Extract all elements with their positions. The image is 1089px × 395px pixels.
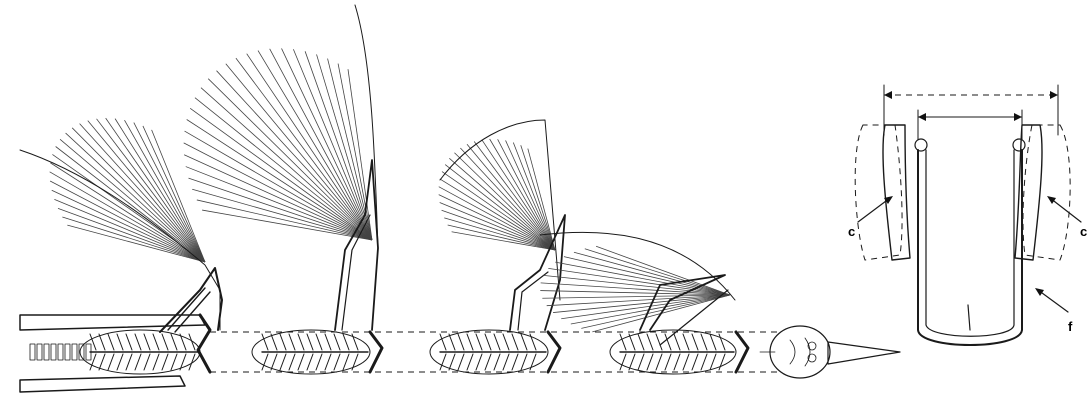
label-furcula: f xyxy=(1068,319,1073,334)
wing-feathers-2 xyxy=(184,48,372,240)
skull-and-beak xyxy=(760,326,900,378)
label-coracoid-left: c xyxy=(848,224,855,239)
flight-stage-1 xyxy=(20,118,222,392)
flight-stage-4 xyxy=(540,232,748,374)
ribcage-4 xyxy=(610,330,736,374)
ribcage-1 xyxy=(80,330,200,374)
ribcage-3 xyxy=(430,330,548,374)
wing-feathers-4 xyxy=(540,246,730,332)
flight-stage-2 xyxy=(184,5,382,374)
label-coracoid-right: c xyxy=(1080,224,1087,239)
wing-feathers-3 xyxy=(439,139,555,250)
ribcage-2 xyxy=(252,330,370,374)
furcula-inset: c c f xyxy=(848,85,1087,345)
humerus-bone-1 xyxy=(20,315,205,392)
flight-stage-3 xyxy=(430,120,565,374)
wing-feathers-1 xyxy=(50,118,205,262)
